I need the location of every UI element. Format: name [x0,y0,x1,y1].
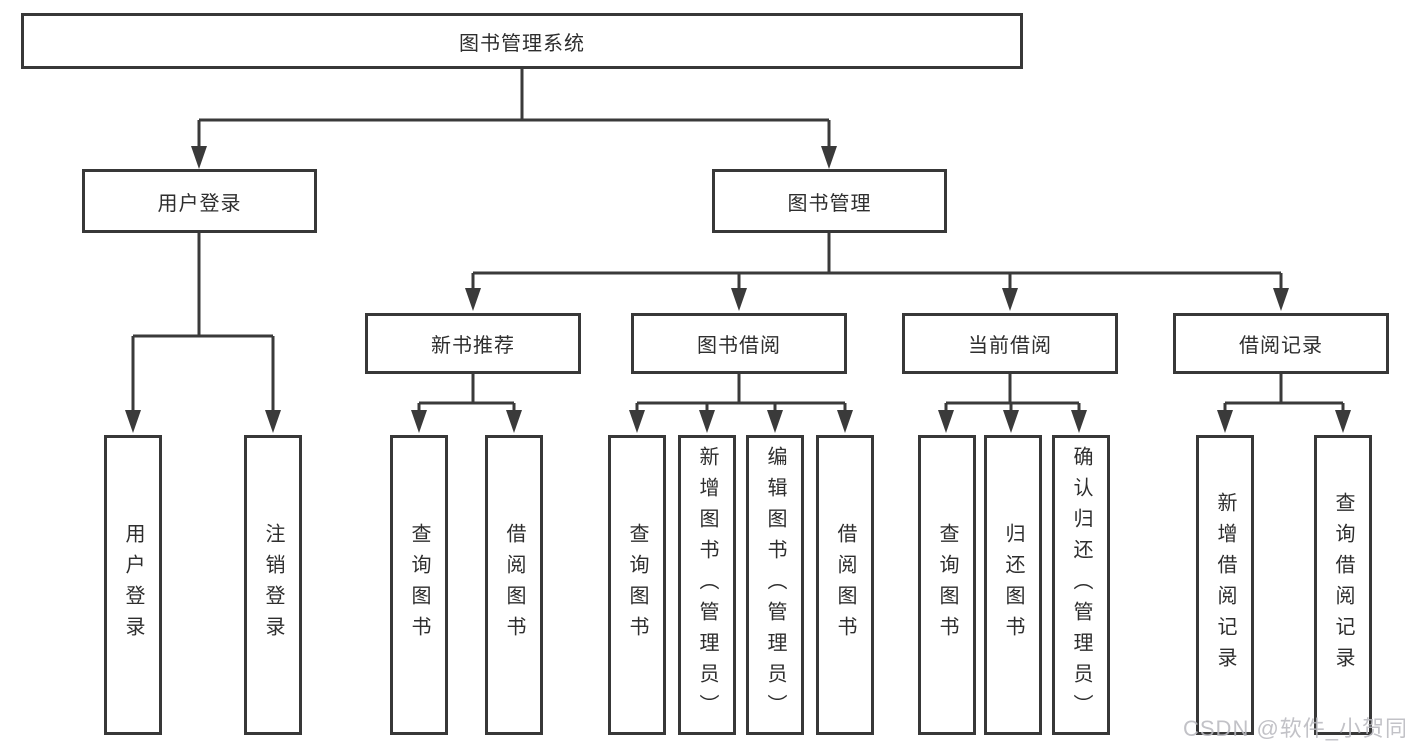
node-borrow-record: 借阅记录 [1173,313,1389,374]
arrowhead [191,146,207,169]
leaf-query-books-2: 查询图书 [608,435,666,735]
leaf-query-borrow-record-label: 查询借阅记录 [1332,492,1354,678]
leaf-add-book-admin-label: 新增图书（管理员） [696,445,718,725]
leaf-query-books-2-label: 查询图书 [626,523,648,647]
arrowhead [125,410,141,433]
leaf-query-borrow-record: 查询借阅记录 [1314,435,1372,735]
leaf-add-borrow-record-label: 新增借阅记录 [1214,492,1236,678]
node-current-borrow-label: 当前借阅 [968,335,1052,357]
arrowhead [465,288,481,311]
arrowhead [1003,410,1019,433]
arrowhead [731,288,747,311]
node-root: 图书管理系统 [21,13,1023,69]
arrowhead [767,410,783,433]
arrowhead [506,410,522,433]
leaf-query-books-1: 查询图书 [390,435,448,735]
node-user-login: 用户登录 [82,169,317,233]
leaf-confirm-return-admin-label: 确认归还（管理员） [1070,445,1092,725]
arrowhead [411,410,427,433]
node-book-borrow: 图书借阅 [631,313,847,374]
arrowhead [265,410,281,433]
node-current-borrow: 当前借阅 [902,313,1118,374]
node-book-management: 图书管理 [712,169,947,233]
leaf-query-books-3: 查询图书 [918,435,976,735]
arrowhead [629,410,645,433]
csdn-watermark: CSDN @软件_小贺同学 [1183,716,1405,741]
leaf-logout: 注销登录 [244,435,302,735]
node-user-login-label: 用户登录 [157,192,242,215]
node-root-label: 图书管理系统 [459,32,585,55]
leaf-user-login-label: 用户登录 [122,523,144,647]
arrowhead [1335,410,1351,433]
leaf-borrow-books-2: 借阅图书 [816,435,874,735]
node-book-borrow-label: 图书借阅 [697,335,781,357]
leaf-borrow-books-1: 借阅图书 [485,435,543,735]
arrowhead [1217,410,1233,433]
arrowhead [699,410,715,433]
leaf-user-login: 用户登录 [104,435,162,735]
node-book-management-label: 图书管理 [787,192,872,215]
leaf-edit-book-admin: 编辑图书（管理员） [746,435,804,735]
arrowhead [1273,288,1289,311]
arrowhead [1071,410,1087,433]
leaf-borrow-books-2-label: 借阅图书 [834,523,856,647]
leaf-confirm-return-admin: 确认归还（管理员） [1052,435,1110,735]
leaf-add-book-admin: 新增图书（管理员） [678,435,736,735]
leaf-edit-book-admin-label: 编辑图书（管理员） [764,445,786,725]
arrowhead [1002,288,1018,311]
node-new-book-recommend: 新书推荐 [365,313,581,374]
leaf-logout-label: 注销登录 [262,523,284,647]
node-new-book-recommend-label: 新书推荐 [431,335,515,357]
arrowhead [938,410,954,433]
leaf-query-books-1-label: 查询图书 [408,523,430,647]
leaf-add-borrow-record: 新增借阅记录 [1196,435,1254,735]
leaf-borrow-books-1-label: 借阅图书 [503,523,525,647]
arrowhead [837,410,853,433]
leaf-query-books-3-label: 查询图书 [936,523,958,647]
node-borrow-record-label: 借阅记录 [1239,335,1323,357]
arrowhead [821,146,837,169]
leaf-return-book: 归还图书 [984,435,1042,735]
leaf-return-book-label: 归还图书 [1002,523,1024,647]
